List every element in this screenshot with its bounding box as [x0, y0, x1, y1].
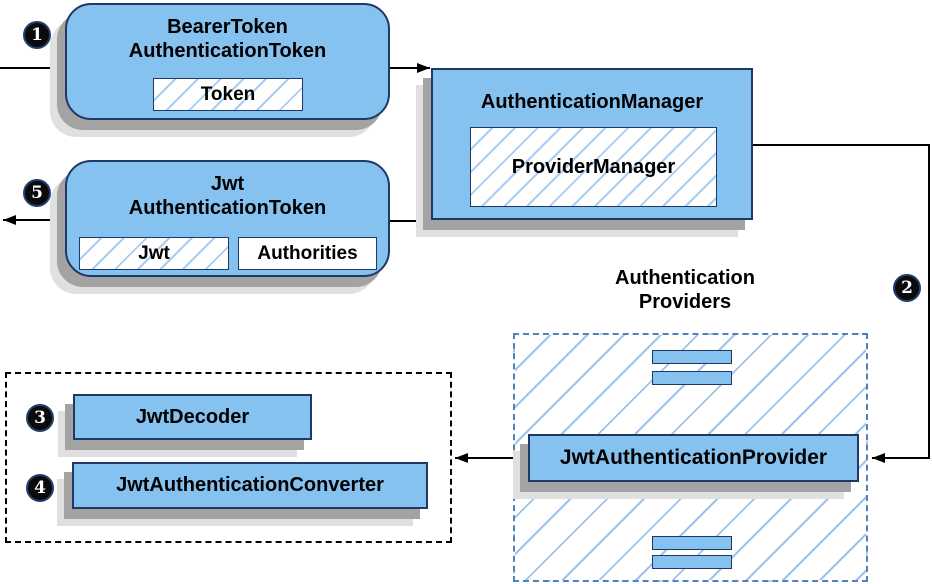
jwt-authentication-converter-node: JwtAuthenticationConverter: [72, 462, 428, 509]
authorities-chip-label: Authorities: [257, 242, 358, 264]
authentication-manager-node: AuthenticationManager ProviderManager: [431, 68, 753, 220]
step-5-badge: 5: [23, 179, 51, 207]
other-provider-bar: [652, 555, 732, 569]
jwt-chip-label: Jwt: [138, 242, 170, 264]
jwt-decoder-node: JwtDecoder: [73, 394, 312, 440]
jwt-decoder-label: JwtDecoder: [135, 405, 250, 428]
provider-manager-chip: ProviderManager: [470, 127, 717, 207]
other-provider-bar: [652, 536, 732, 550]
step-1-badge: 1: [23, 21, 51, 49]
step-4-badge: 4: [26, 474, 54, 502]
other-provider-bar: [652, 371, 732, 385]
authorities-chip: Authorities: [238, 237, 377, 270]
authentication-providers-label-line1: Authentication: [615, 267, 755, 289]
authentication-providers-label: Authentication Providers: [585, 266, 785, 314]
jwt-authentication-token-node: Jwt AuthenticationToken Jwt Authorities: [65, 160, 390, 277]
authentication-manager-title: AuthenticationManager: [480, 91, 704, 113]
bearer-token-authentication-token-node: BearerToken AuthenticationToken Token: [65, 3, 390, 120]
step-2-badge: 2: [893, 274, 921, 302]
jwt-authentication-provider-label: JwtAuthenticationProvider: [559, 446, 828, 469]
bearer-token-title-line2: AuthenticationToken: [128, 40, 327, 62]
jwt-chip: Jwt: [79, 237, 229, 270]
jwt-token-title-line2: AuthenticationToken: [128, 197, 327, 219]
token-chip: Token: [153, 78, 303, 111]
other-provider-bar: [652, 350, 732, 364]
token-chip-label: Token: [200, 83, 256, 105]
jwt-token-title-line1: Jwt: [210, 173, 245, 195]
jwt-authentication-converter-label: JwtAuthenticationConverter: [116, 474, 384, 496]
step-3-badge: 3: [26, 404, 54, 432]
provider-manager-chip-label: ProviderManager: [511, 155, 676, 178]
authentication-providers-label-line2: Providers: [638, 291, 732, 313]
bearer-token-title-line1: BearerToken: [167, 16, 288, 38]
jwt-authentication-provider-node: JwtAuthenticationProvider: [528, 434, 859, 482]
